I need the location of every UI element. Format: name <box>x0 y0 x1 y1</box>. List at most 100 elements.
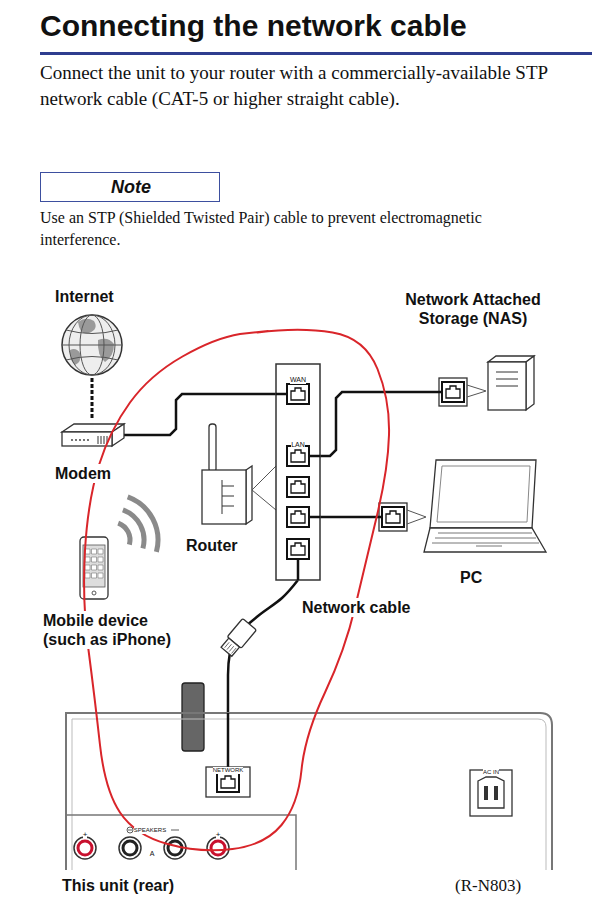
laptop-base <box>424 528 546 552</box>
wifi-wave <box>123 510 144 548</box>
router-icon <box>202 424 276 524</box>
wireless-antenna <box>182 683 204 751</box>
nas-node-label: Network Attached Storage (NAS) <box>393 290 553 328</box>
ac-pin <box>494 786 498 800</box>
intro-text: Connect the unit to your router with a c… <box>40 60 585 112</box>
pc-icon <box>376 460 546 552</box>
unit-node: This unit (rear) <box>66 713 552 870</box>
led <box>71 439 73 441</box>
nas-port <box>442 382 464 402</box>
laptop-screen <box>430 460 536 528</box>
continent <box>78 319 96 334</box>
ac-inlet <box>478 777 504 808</box>
parallel <box>62 345 122 346</box>
port-panel <box>276 364 320 580</box>
wifi-wave <box>128 497 158 552</box>
nas-front <box>488 362 526 410</box>
modem-node-label: Modem <box>55 464 111 483</box>
plug-contacts <box>225 642 236 653</box>
speaker-terminal <box>211 841 225 855</box>
router-node-label: Router <box>186 536 238 555</box>
page-title: Connecting the network cable <box>40 8 467 44</box>
network-cable <box>124 394 276 435</box>
lan-port <box>287 446 309 466</box>
speaker-terminal <box>123 841 137 855</box>
wan-port <box>287 384 309 404</box>
model-name: (R-N803) <box>455 876 521 896</box>
unit-inner-line <box>72 719 546 870</box>
internet-node: Internet <box>58 312 126 378</box>
port-label: NETWORK <box>213 767 244 774</box>
lan-port <box>287 477 309 497</box>
router-side <box>246 466 252 524</box>
parallel <box>66 330 118 334</box>
note-box-label: Note <box>111 176 151 198</box>
port-callout <box>439 378 467 406</box>
led <box>79 439 81 441</box>
pc-port <box>382 507 404 527</box>
laptop-display <box>437 466 530 522</box>
callout-lines <box>252 466 276 510</box>
mobile-node: Mobile device (such as iPhone) <box>78 535 110 601</box>
router-marks <box>222 480 234 514</box>
mobile-icon <box>80 497 158 599</box>
plug-tip <box>221 638 239 656</box>
nas-side <box>526 356 534 410</box>
router-body <box>202 470 246 524</box>
speaker-terminal <box>74 837 96 859</box>
nas-icon <box>436 356 534 410</box>
speaker-terminal <box>78 841 92 855</box>
mobile-node-label: Mobile device (such as iPhone) <box>43 611 188 649</box>
terminal-label: SPEAKERS <box>134 827 166 834</box>
cable-end <box>436 391 442 394</box>
network-cable <box>320 392 436 456</box>
cable-label: Network cable <box>300 598 412 617</box>
led <box>83 439 85 441</box>
speaker-terminal <box>119 837 141 859</box>
port-label: AC IN <box>483 769 499 776</box>
parallel <box>66 357 118 361</box>
phone-screen <box>83 545 105 587</box>
laptop-keys <box>432 533 539 546</box>
lan-port <box>287 507 309 527</box>
speaker-terminal <box>168 841 182 855</box>
title-rule <box>40 52 592 55</box>
lan-port <box>287 539 309 559</box>
polarity-mark: + <box>83 830 88 839</box>
cable-end <box>276 394 320 580</box>
internet-node-label: Internet <box>55 287 114 306</box>
modem-front <box>62 432 112 446</box>
ac-inlet-frame <box>470 770 512 816</box>
network-cable <box>320 516 376 519</box>
speaker-terminal <box>207 837 229 859</box>
led <box>87 439 89 441</box>
ac-pin <box>484 786 488 800</box>
network-jack-frame <box>206 767 250 797</box>
router-port-panel-label: WAN <box>290 375 306 384</box>
globe <box>62 315 122 375</box>
port-callout <box>379 503 407 531</box>
cable-end <box>227 713 230 772</box>
modem-vents <box>98 436 107 444</box>
modem-node: Modem <box>60 420 124 450</box>
nas-node: Network Attached Storage (NAS) <box>436 352 538 412</box>
callout-lines <box>467 385 486 397</box>
nas-lines <box>496 372 518 386</box>
callout-lines <box>407 510 426 524</box>
highlight-loop <box>84 330 389 850</box>
network-port <box>217 772 239 792</box>
router-antenna <box>209 424 216 472</box>
note-box: Note <box>40 172 220 202</box>
network-cable <box>91 378 94 420</box>
led <box>75 439 77 441</box>
pc-node: PC <box>376 456 548 562</box>
pc-node-label: PC <box>460 568 482 587</box>
unit-rear <box>66 683 552 870</box>
note-text: Use an STP (Shielded Twisted Pair) cable… <box>40 207 510 251</box>
wifi-wave <box>118 523 130 545</box>
polarity-mark: + <box>216 830 221 839</box>
router-port-panel-label: LAN <box>291 440 305 449</box>
home-button <box>92 591 96 595</box>
unit-node-label: This unit (rear) <box>62 876 174 895</box>
